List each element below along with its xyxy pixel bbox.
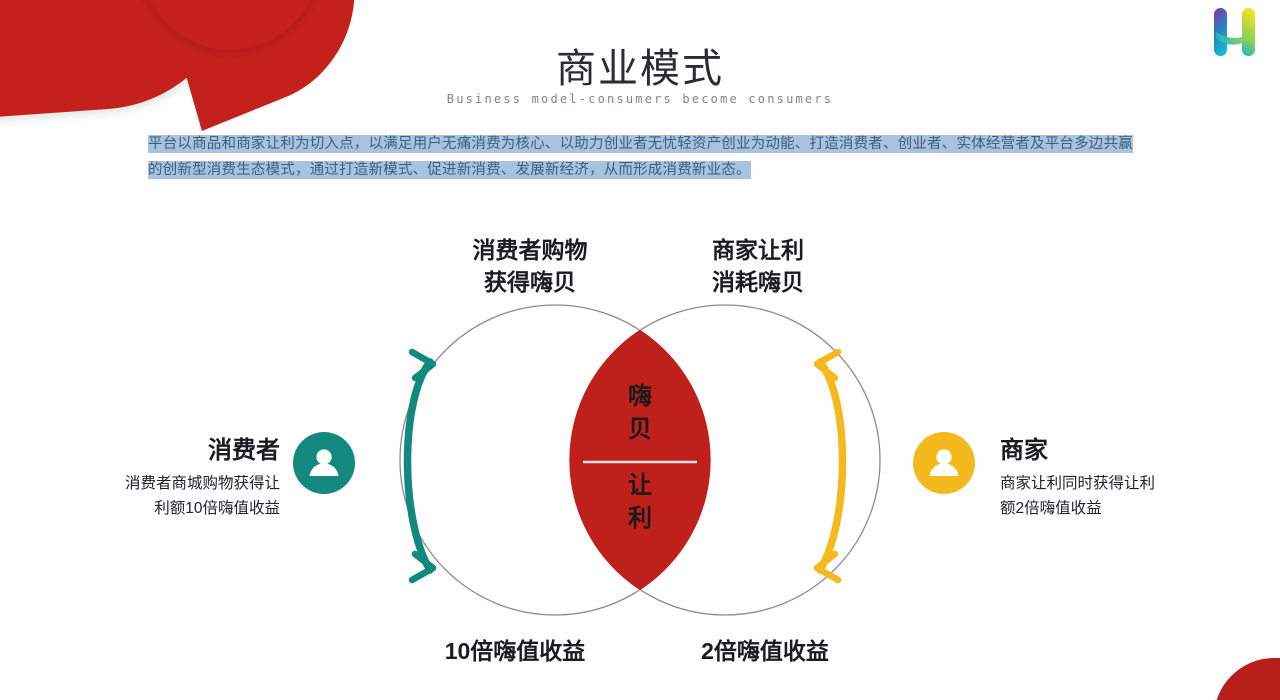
top-caption-consumer: 消费者购物 获得嗨贝 [472, 237, 588, 295]
merchant-arc-arrowhead-top [813, 348, 842, 382]
merchant-circle [569, 304, 881, 616]
person-icon [929, 449, 959, 476]
lens-top-label-char2: 贝 [628, 415, 652, 443]
consumer-arc-arrowhead-bottom [408, 550, 437, 584]
intro-paragraph: 平台以商品和商家让利为切入点，以满足用户无痛消费为核心、以助力创业者无忧轻资产创… [148, 131, 1142, 183]
lens-top-label-char1: 嗨 [628, 382, 652, 410]
merchant-arc [816, 358, 847, 574]
person-icon [309, 449, 339, 476]
center-lens [569, 330, 711, 590]
merchant-avatar [913, 432, 975, 494]
consumer-arc [403, 358, 434, 574]
consumer-title: 消费者 [208, 437, 280, 464]
lens-bottom-label-char1: 让 [628, 471, 652, 499]
consumer-arc-arrowhead-top [408, 348, 437, 382]
intro-highlight-text: 平台以商品和商家让利为切入点，以满足用户无痛消费为核心、以助力创业者无忧轻资产创… [148, 135, 1133, 179]
consumer-side-block: 消费者 消费者商城购物获得让 利额10倍嗨值收益 [10, 430, 280, 521]
merchant-arc-arrowhead-bottom [813, 550, 842, 584]
consumer-description: 消费者商城购物获得让 利额10倍嗨值收益 [124, 475, 280, 517]
consumer-circle [399, 304, 711, 616]
top-caption-merchant: 商家让利 消耗嗨贝 [712, 237, 804, 295]
merchant-description: 商家让利同时获得让利 额2倍嗨值收益 [1000, 475, 1156, 517]
merchant-side-block: 商家 商家让利同时获得让利 额2倍嗨值收益 [1000, 430, 1275, 521]
lens-bottom-label-char2: 利 [628, 504, 652, 532]
bottom-caption-merchant: 2倍嗨值收益 [701, 638, 829, 664]
consumer-avatar [293, 432, 355, 494]
merchant-title: 商家 [1000, 437, 1048, 464]
h-logo [1202, 2, 1268, 64]
page-title: 商业模式 [556, 46, 724, 92]
bottom-right-red-decoration [1214, 658, 1280, 700]
page-subtitle: Business model-consumers become consumer… [446, 92, 834, 106]
bottom-caption-consumer: 10倍嗨值收益 [444, 638, 586, 664]
